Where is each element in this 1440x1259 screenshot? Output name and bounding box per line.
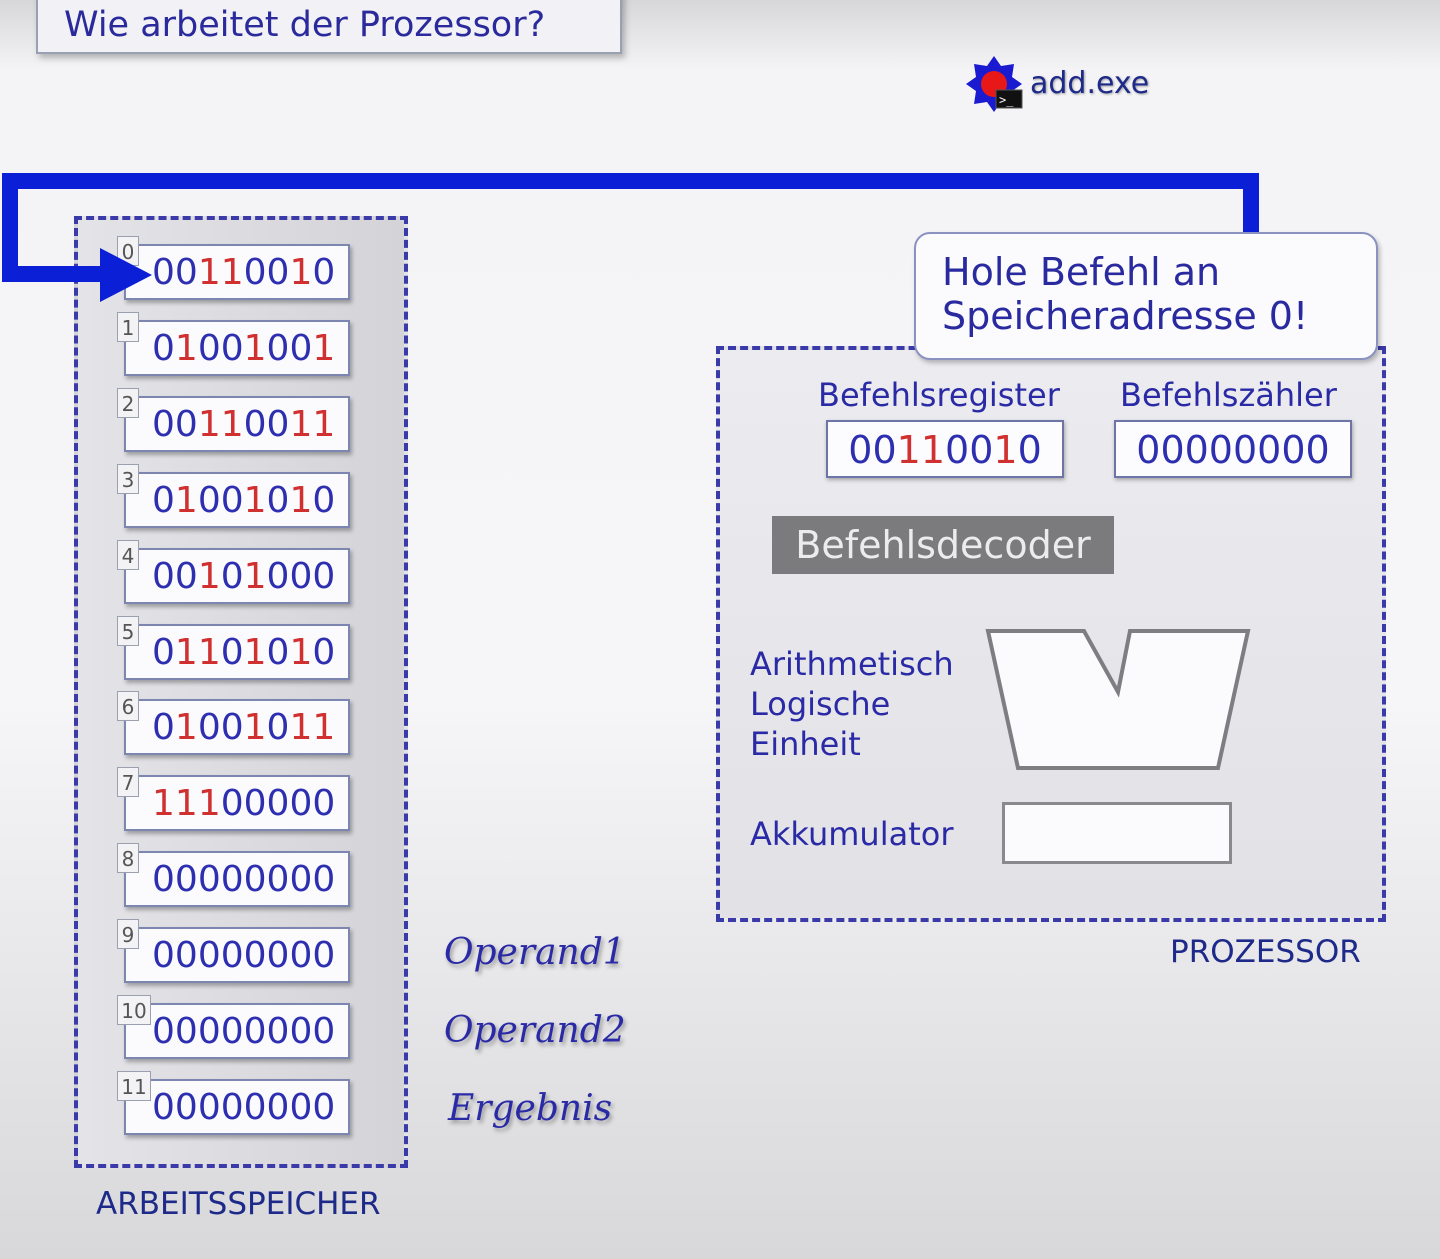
cpu-label: PROZESSOR [1170,934,1361,970]
program-counter-value: 00000000 [1136,428,1330,472]
memory-cell: 01101010 [124,624,350,680]
callout-line2: Speicheradresse 0! [942,294,1309,338]
instruction-decoder: Befehlsdecoder [772,516,1114,574]
memory-cell-value: 00101000 [152,556,336,597]
memory-cell: 00000000 [124,851,350,907]
memory-cell-value: 01001010 [152,480,336,521]
memory-address-label: 8 [117,843,139,873]
memory-address-label: 0 [117,236,139,266]
memory-cell: 00000000 [124,1079,350,1135]
memory-cell: 01001001 [124,320,350,376]
memory-address-label: 1 [117,312,139,342]
memory-cell-value: 00000000 [152,1011,336,1052]
memory-cell-value: 01101010 [152,632,336,673]
memory-cell-value: 00000000 [152,1087,336,1128]
memory-address-label: 5 [117,616,139,646]
accumulator-register [1002,802,1232,864]
memory-cell-value: 01001001 [152,328,336,369]
alu-label-line1: Arithmetisch [750,645,954,683]
memory-address-label: 9 [117,919,139,949]
memory-cell: 00000000 [124,927,350,983]
operand2-label: Operand2 [444,1010,626,1051]
memory-address-label: 10 [117,995,151,1025]
memory-cell-value: 01001011 [152,707,336,748]
memory-cell: 01001011 [124,699,350,755]
memory-cell-value: 00000000 [152,935,336,976]
instruction-register: 00110010 [826,420,1064,478]
result-label: Ergebnis [448,1088,613,1129]
program-counter-label: Befehlszähler [1120,376,1337,414]
memory-cell: 00101000 [124,548,350,604]
memory-cell-value: 00000000 [152,859,336,900]
memory-address-label: 3 [117,464,139,494]
program-counter: 00000000 [1114,420,1352,478]
memory-cell: 00000000 [124,1003,350,1059]
memory-label: ARBEITSSPEICHER [96,1186,381,1222]
fetch-arrow [2,173,1259,302]
instruction-register-value: 00110010 [848,428,1042,472]
callout-line1: Hole Befehl an [942,250,1221,294]
alu-label-line2: Logische [750,685,891,723]
program-name[interactable]: add.exe [1030,66,1150,101]
instruction-callout: Hole Befehl an Speicheradresse 0! [914,232,1378,360]
memory-cell: 00110010 [124,244,350,300]
operand1-label: Operand1 [444,932,626,973]
memory-address-label: 7 [117,767,139,797]
memory-cell: 01001010 [124,472,350,528]
svg-text:>_: >_ [999,93,1014,107]
memory-cell-value: 00110010 [152,252,336,293]
memory-address-label: 4 [117,540,139,570]
memory-address-label: 11 [117,1071,151,1101]
exe-program-icon[interactable]: >_ [964,54,1024,114]
title-box [36,0,622,54]
memory-cell: 00110011 [124,396,350,452]
memory-address-label: 6 [117,691,139,721]
memory-address-label: 2 [117,388,139,418]
memory-cell: 11100000 [124,775,350,831]
memory-cell-value: 11100000 [152,783,336,824]
instruction-register-label: Befehlsregister [818,376,1060,414]
alu-label: Arithmetisch Logische Einheit [750,644,954,764]
accumulator-label: Akkumulator [750,815,954,853]
alu-shape [985,629,1251,770]
page-title: Wie arbeitet der Prozessor? [64,5,546,45]
memory-cell-value: 00110011 [152,404,336,445]
alu-label-line3: Einheit [750,725,861,763]
